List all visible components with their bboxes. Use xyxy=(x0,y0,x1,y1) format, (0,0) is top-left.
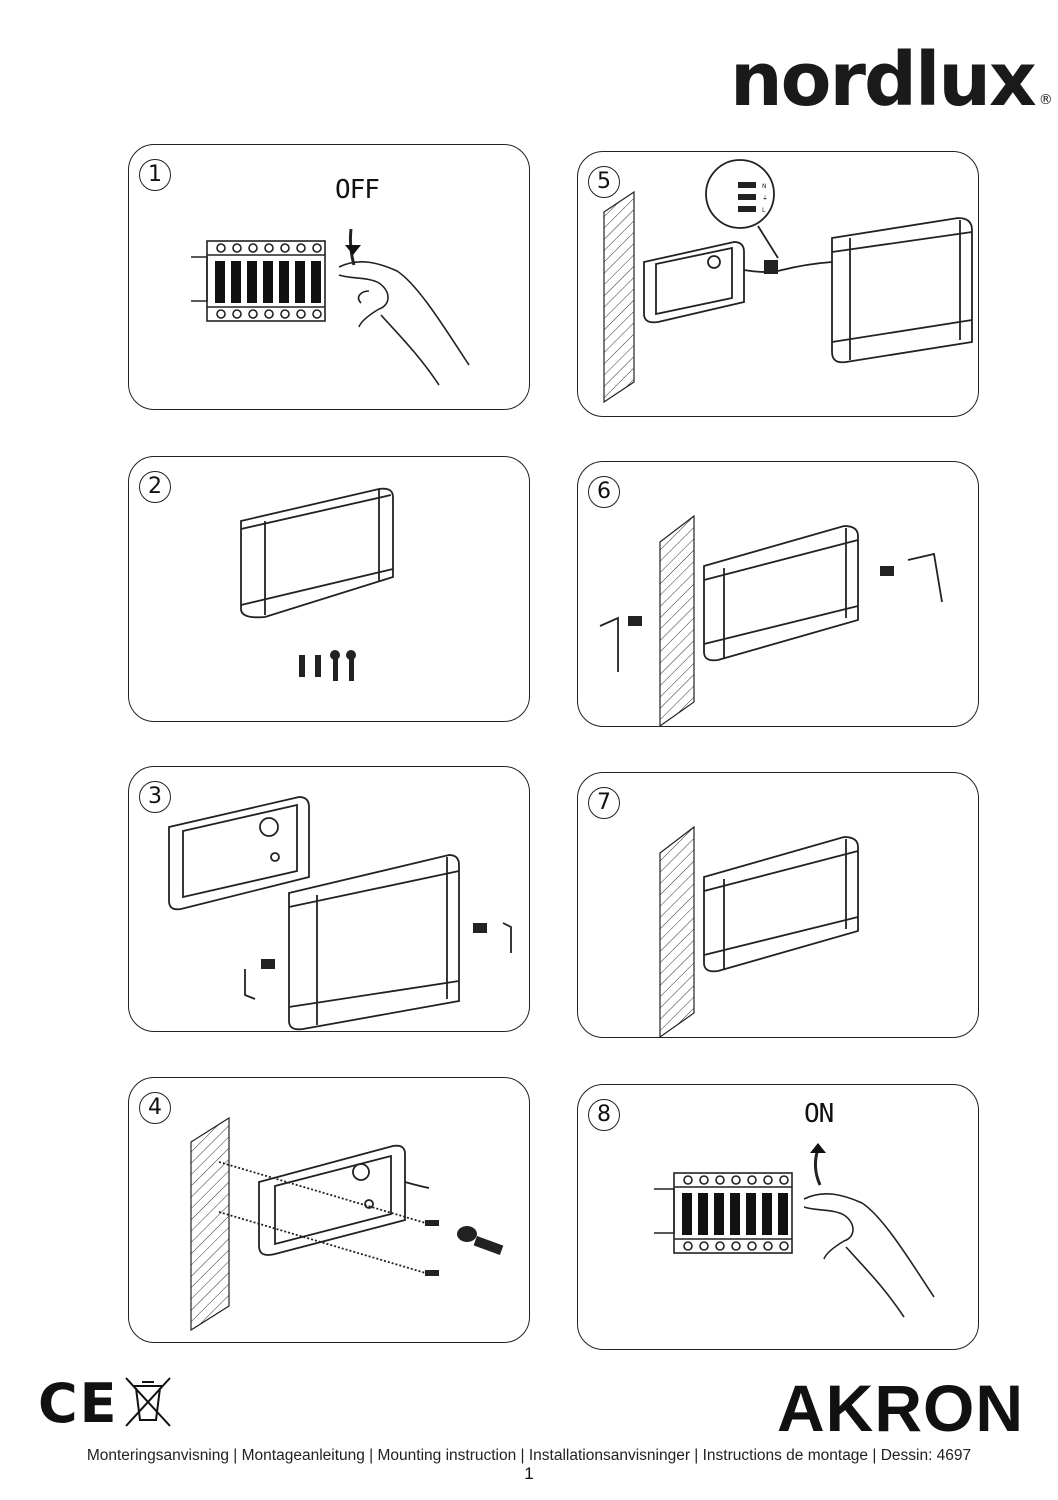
wiring-illustration: N ⏚ L xyxy=(603,159,973,404)
registered-mark: ® xyxy=(1038,92,1053,108)
step-5-panel: N ⏚ L 5 xyxy=(577,151,979,417)
step-number: 5 xyxy=(588,166,620,198)
crossed-bin-icon xyxy=(125,1377,171,1427)
brand-name: nordlux xyxy=(730,37,1037,123)
step-3-panel: 3 xyxy=(128,766,530,1032)
brand-logo: nordlux® xyxy=(730,30,1053,130)
page-number: 1 xyxy=(524,1464,534,1483)
step-1-panel: 1 OFF xyxy=(128,144,530,410)
step-number: 8 xyxy=(588,1099,620,1131)
mounted-lamp-illustration xyxy=(659,825,859,1037)
step-2-panel: 2 xyxy=(128,456,530,722)
step-4-panel: 4 xyxy=(128,1077,530,1343)
wire-n-label: N xyxy=(762,183,767,190)
step-number: 6 xyxy=(588,476,620,508)
step-number: 1 xyxy=(139,159,171,191)
breaker-off-illustration xyxy=(191,228,470,386)
step-number: 4 xyxy=(139,1092,171,1124)
off-label: OFF xyxy=(335,175,380,205)
step-6-panel: 6 xyxy=(577,461,979,727)
product-name: AKRON xyxy=(777,1371,1024,1445)
footer-languages: Monteringsanvisning | Montageanleitung |… xyxy=(86,1447,972,1464)
certification-marks: CE xyxy=(38,1372,178,1435)
wire-earth-label: ⏚ xyxy=(762,195,768,202)
step-8-panel: 8 ON xyxy=(577,1084,979,1350)
ce-mark: CE xyxy=(38,1372,119,1432)
disassemble-lamp-illustration xyxy=(168,796,512,1031)
on-label: ON xyxy=(804,1099,834,1129)
step-number: 7 xyxy=(588,787,620,819)
mount-bracket-illustration xyxy=(190,1116,504,1332)
wire-l-label: L xyxy=(762,207,766,214)
breaker-on-illustration xyxy=(654,1143,935,1318)
attach-lamp-illustration xyxy=(599,514,943,726)
step-number: 2 xyxy=(139,471,171,503)
step-number: 3 xyxy=(139,781,171,813)
unpacked-lamp-illustration xyxy=(240,487,394,681)
step-7-panel: 7 xyxy=(577,772,979,1038)
